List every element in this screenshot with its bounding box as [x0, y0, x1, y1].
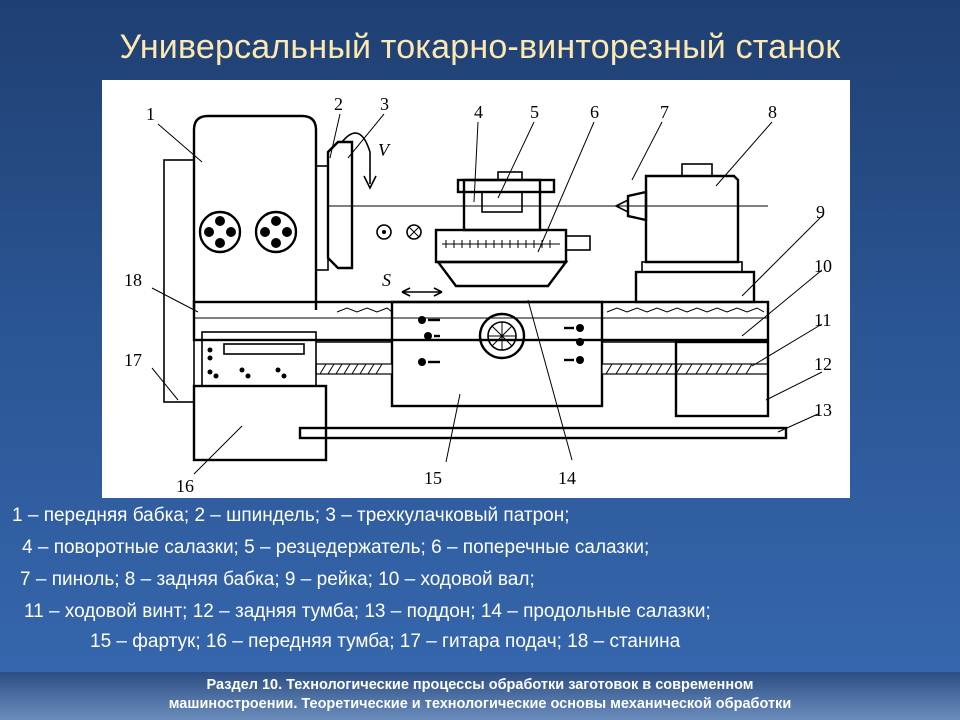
gearbox-scale [223, 343, 305, 355]
tool-block [481, 191, 523, 213]
label-5: 5 [530, 102, 539, 122]
apron [390, 300, 604, 408]
legend-line-4: 11 – ходовой винт; 12 – задняя тумба; 13… [24, 601, 711, 622]
dial-scale [442, 240, 560, 248]
lead-screw-thread-right [605, 363, 753, 375]
rotation-arc [341, 132, 371, 153]
legend-line-3: 7 – пиноль; 8 – задняя бабка; 9 – рейка;… [20, 569, 535, 590]
cross-slide [434, 228, 568, 264]
headstock-dial-right [254, 210, 298, 254]
front-pedestal [192, 384, 328, 462]
legend-line-2: 4 – поворотные салазки; 5 – резцедержате… [22, 537, 650, 558]
footer-text: Раздел 10. Технологические процессы обра… [0, 676, 960, 714]
label-4: 4 [474, 102, 483, 122]
label-1: 1 [146, 104, 155, 124]
label-10: 10 [814, 256, 832, 276]
slide-title: Универсальный токарно-винторезный станок [119, 28, 841, 66]
quill-centre [614, 198, 629, 214]
gearbox-levers [207, 347, 287, 379]
legend-line-5: 15 – фартук; 16 – передняя тумба; 17 – г… [90, 631, 681, 652]
apron-levers [418, 316, 584, 366]
lathe-diagram: 1 2 3 V 4 5 6 7 8 9 10 11 12 13 14 15 16… [102, 80, 850, 498]
spindle [315, 165, 329, 271]
feed-arrow [401, 287, 443, 297]
apron-handwheel [478, 312, 526, 360]
label-7: 7 [660, 102, 669, 122]
label-9: 9 [816, 202, 825, 222]
chip-tray [298, 426, 788, 440]
label-12: 12 [814, 354, 832, 374]
label-14: 14 [558, 468, 576, 488]
label-feed: S [382, 270, 391, 290]
feed-gear-cover [163, 159, 195, 403]
rack-right [606, 307, 765, 313]
chuck [326, 140, 354, 270]
label-6: 6 [590, 102, 599, 122]
tailstock-plate [634, 270, 756, 304]
compound-rest [462, 178, 542, 232]
tailstock-base [641, 261, 743, 273]
label-13: 13 [814, 400, 832, 420]
label-2: 2 [334, 94, 343, 114]
headstock [192, 114, 318, 310]
lead-screw-thread-left [319, 363, 383, 375]
tailstock [644, 174, 740, 264]
footer-line-1: Раздел 10. Технологические процессы обра… [206, 677, 754, 693]
label-3: 3 [380, 94, 389, 114]
leader-lines [151, 113, 823, 475]
label-15: 15 [424, 468, 442, 488]
label-18: 18 [124, 270, 142, 290]
footer-line-2: машиностроении. Теоретические и технолог… [168, 696, 792, 712]
rotation-arrow [363, 152, 377, 190]
rack-left [336, 307, 393, 313]
label-17: 17 [124, 350, 142, 370]
cross-slide-handle [565, 235, 591, 251]
lathe-drawing: 1 2 3 V 4 5 6 7 8 9 10 11 12 13 14 15 16… [124, 94, 832, 496]
headstock-dial-left [198, 210, 242, 254]
label-16: 16 [176, 476, 194, 496]
rear-pedestal [674, 340, 770, 418]
label-11: 11 [814, 310, 831, 330]
longitudinal-slide [435, 260, 569, 288]
label-velocity: V [378, 140, 391, 160]
footer-bar: Раздел 10. Технологические процессы обра… [0, 672, 960, 720]
tailstock-top [681, 163, 713, 177]
small-dials [376, 224, 422, 240]
label-8: 8 [768, 102, 777, 122]
legend-line-1: 1 – передняя бабка; 2 – шпиндель; 3 – тр… [12, 505, 570, 526]
